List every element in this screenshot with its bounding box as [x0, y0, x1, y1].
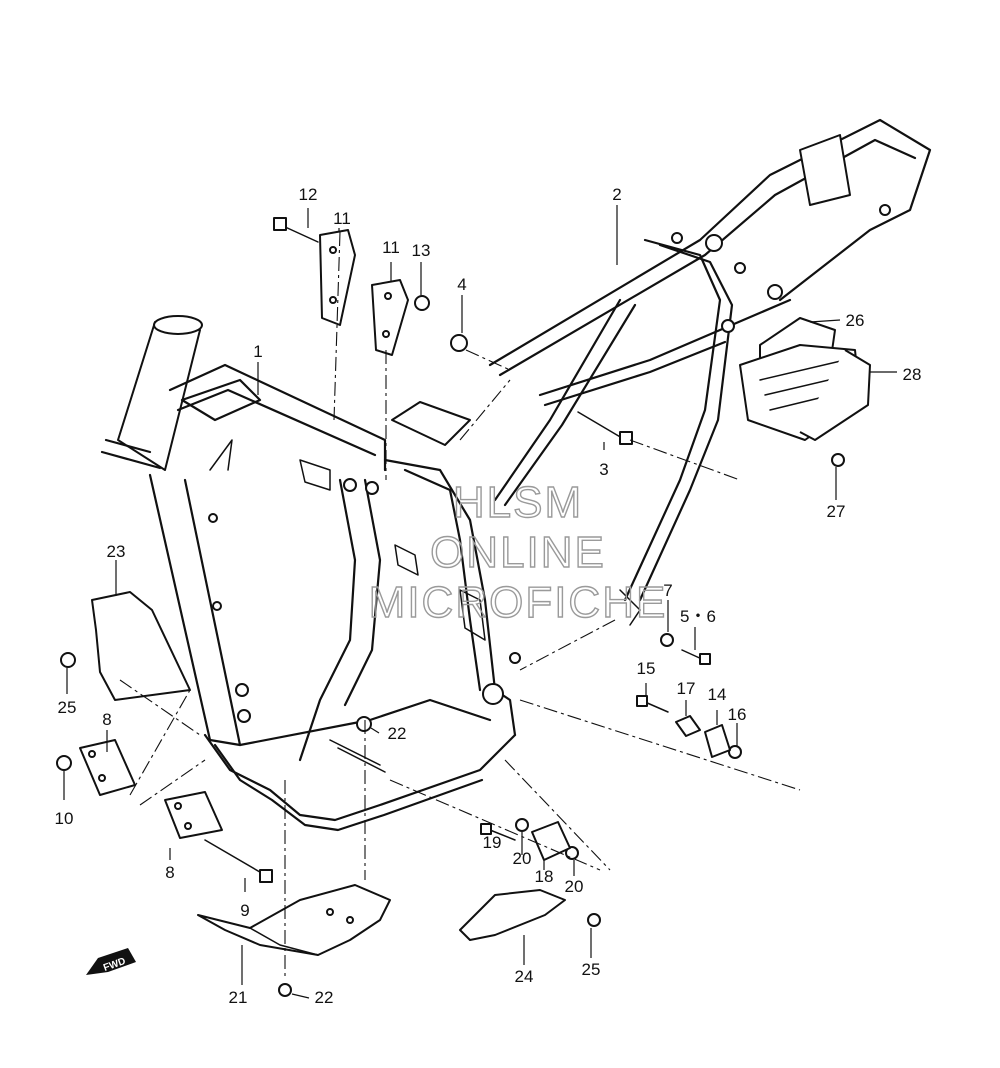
assembly-lines: [119, 231, 801, 980]
callout-28[interactable]: 28: [903, 365, 922, 384]
callout-9[interactable]: 9: [240, 901, 249, 920]
callout-15[interactable]: 15: [637, 659, 656, 678]
leader-lines: [63, 205, 897, 999]
callout-11-a[interactable]: 11: [333, 209, 351, 228]
callout-8-b[interactable]: 8: [165, 863, 174, 882]
callout-13[interactable]: 13: [412, 241, 431, 260]
main-frame: [100, 315, 521, 832]
watermark-line-2: ONLINE: [430, 528, 606, 577]
callout-16[interactable]: 16: [728, 705, 747, 724]
callout-1[interactable]: 1: [253, 342, 262, 361]
watermark: HLSM ONLINE MICROFICHE: [368, 477, 668, 627]
callout-26[interactable]: 26: [846, 311, 865, 330]
callout-24[interactable]: 24: [515, 967, 534, 986]
callout-20-b[interactable]: 20: [565, 877, 584, 896]
callout-18[interactable]: 18: [535, 867, 554, 886]
callout-7[interactable]: 7: [663, 581, 672, 600]
watermark-line-1: HLSM: [453, 478, 583, 527]
callout-11-b[interactable]: 11: [382, 238, 400, 257]
callout-4[interactable]: 4: [457, 275, 466, 294]
hardware: [56, 217, 845, 997]
callout-numbers: 1 2 3 4 5・6 7 8 8 9 10 11 11 12 13 14 15…: [55, 185, 922, 1007]
callout-19[interactable]: 19: [483, 833, 502, 852]
callout-14[interactable]: 14: [708, 685, 727, 704]
callout-23[interactable]: 23: [107, 542, 126, 561]
callout-10[interactable]: 10: [55, 809, 74, 828]
callout-25-a[interactable]: 25: [58, 698, 77, 717]
callout-25-b[interactable]: 25: [582, 960, 601, 979]
callout-21[interactable]: 21: [229, 988, 248, 1007]
brackets-and-guards: [79, 229, 566, 975]
callout-27[interactable]: 27: [827, 502, 846, 521]
fwd-arrow-icon: [86, 948, 136, 975]
callout-5-6[interactable]: 5・6: [680, 607, 716, 626]
callout-8-a[interactable]: 8: [102, 710, 111, 729]
callout-12[interactable]: 12: [299, 185, 318, 204]
callout-17[interactable]: 17: [677, 679, 696, 698]
battery-holder: [739, 317, 871, 441]
callout-2[interactable]: 2: [612, 185, 621, 204]
callout-22-a[interactable]: 22: [388, 724, 407, 743]
callout-3[interactable]: 3: [599, 460, 608, 479]
rear-subframe: [488, 118, 932, 626]
callout-22-b[interactable]: 22: [315, 988, 334, 1007]
watermark-line-3: MICROFICHE: [369, 578, 668, 627]
callout-20-a[interactable]: 20: [513, 849, 532, 868]
